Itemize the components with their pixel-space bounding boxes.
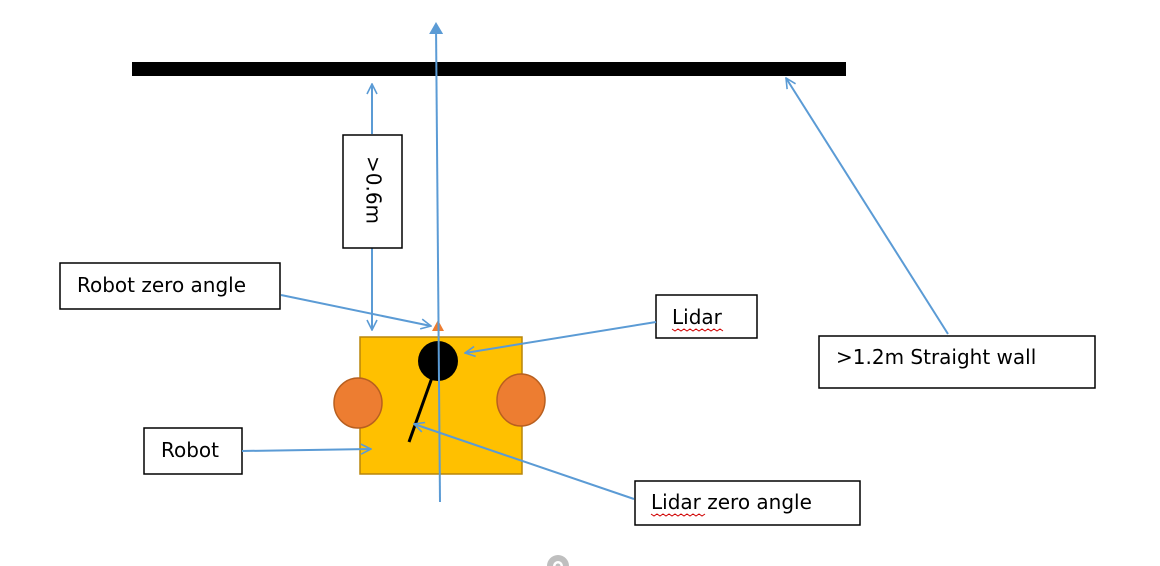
robot-label: Robot (143, 427, 243, 475)
lidar-zero-angle-text: Lidar zero angle (651, 490, 812, 514)
wall-arrow (786, 78, 949, 335)
robot-label-text: Robot (161, 438, 219, 462)
distance-label-text: >0.6m (362, 156, 386, 224)
lidar-label-text: Lidar (672, 305, 723, 329)
robot-arrow (241, 449, 371, 451)
left-wheel (333, 377, 383, 429)
lidar-arrow (465, 321, 657, 353)
robot-heading-axis (429, 22, 444, 503)
distance-label: >0.6m (342, 134, 403, 249)
wall-label-text: >1.2m Straight wall (836, 345, 1036, 369)
lidar-zero-angle-label: Lidar zero angle (634, 480, 861, 526)
wall (132, 62, 846, 76)
lidar-label: Lidar (655, 294, 758, 339)
anchor-icon[interactable] (547, 555, 569, 566)
robot-zero-angle-text: Robot zero angle (77, 273, 246, 297)
robot-zero-angle-label: Robot zero angle (59, 262, 281, 310)
robot-zero-angle-arrow (280, 294, 431, 326)
wall-label: >1.2m Straight wall (818, 335, 1096, 389)
right-wheel (496, 373, 546, 427)
lidar-zero-angle-arrow (414, 424, 635, 500)
